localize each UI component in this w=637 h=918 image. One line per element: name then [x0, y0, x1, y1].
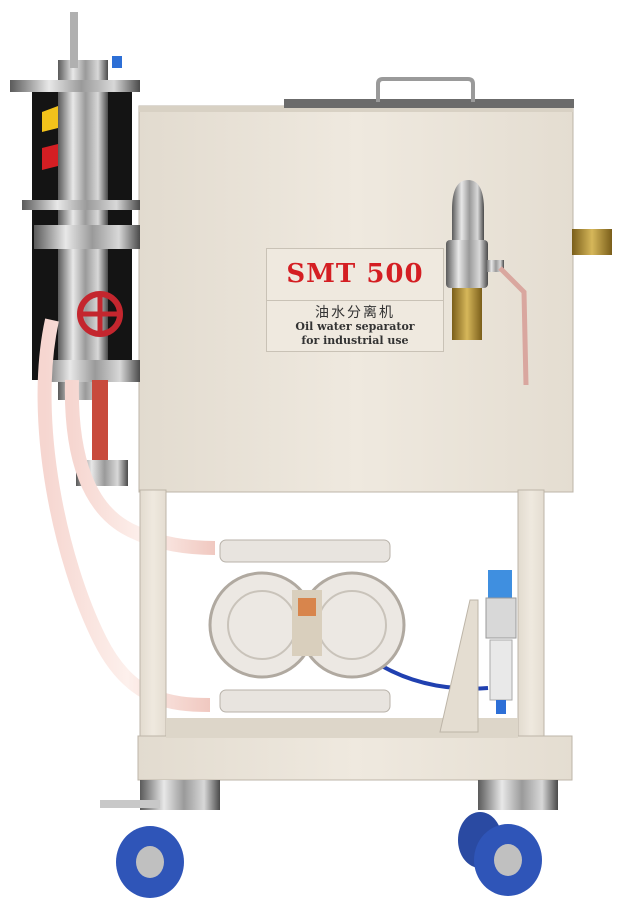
diaphragm-pump: [208, 539, 406, 713]
product-description-line2: for industrial use: [301, 334, 409, 347]
frame: [137, 489, 573, 781]
nameplate-divider: [267, 300, 443, 301]
nameplate: SMT 500 油水分离机 Oil water separator for in…: [266, 248, 444, 352]
model-name: SMT 500: [286, 259, 424, 289]
product-description-line1: Oil water separator: [295, 320, 415, 333]
sample-valve[interactable]: [446, 180, 529, 386]
tank-handle[interactable]: [376, 77, 475, 102]
product-name-chinese: 油水分离机: [315, 305, 395, 321]
outlet-fitting: [572, 229, 612, 255]
filter-column: [10, 12, 140, 486]
air-filter-regulator: [439, 570, 517, 733]
caster-left: [100, 780, 220, 898]
main-tank: [138, 77, 612, 493]
caster-right: [458, 780, 558, 896]
